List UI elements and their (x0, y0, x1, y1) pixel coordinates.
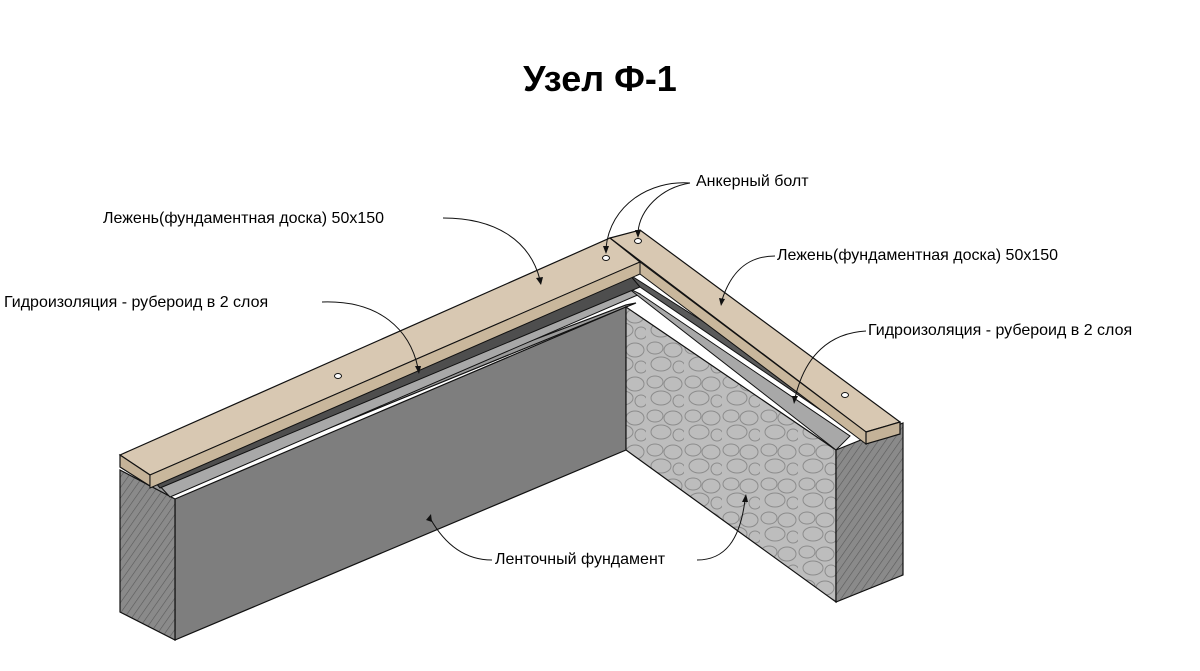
arrow-foundation-right (742, 494, 748, 502)
label-sill-left: Лежень(фундаментная доска) 50x150 (103, 210, 385, 227)
leader-sill-left (442, 217, 541, 281)
label-foundation: Ленточный фундамент (495, 551, 666, 568)
leader-sill-right (721, 255, 776, 301)
label-waterproof-left: Гидроизоляция - рубероид в 2 слоя (4, 294, 269, 311)
foundation-right-end (835, 422, 904, 603)
leader-foundation-left (429, 517, 493, 561)
diagram-title: Узел Ф-1 (523, 58, 677, 99)
leader-waterproof-right (794, 330, 867, 399)
label-anchor-bolt: Анкерный болт (696, 173, 809, 190)
anchor-bolt-2 (634, 238, 642, 244)
label-sill-right: Лежень(фундаментная доска) 50x150 (777, 247, 1059, 264)
arrow-sill-left (536, 277, 543, 285)
leader-waterproof-left (321, 301, 419, 369)
foundation-left-end (119, 469, 176, 641)
sill-right-end (865, 421, 901, 445)
anchor-bolt-1 (602, 255, 610, 261)
arrow-anchor-1 (603, 246, 609, 254)
arrow-anchor-2 (635, 230, 641, 238)
leader-anchor-1 (605, 182, 691, 249)
arrow-foundation-left (426, 514, 432, 522)
foundation-top-right (627, 287, 851, 451)
label-waterproof-right: Гидроизоляция - рубероид в 2 слоя (868, 322, 1133, 339)
arrow-waterproof-right (792, 396, 798, 404)
arrow-waterproof-left (415, 366, 421, 374)
anchor-bolt-4 (841, 392, 849, 398)
arrow-sill-right (719, 298, 725, 306)
leader-foundation-right (696, 499, 746, 561)
leader-anchor-2 (637, 182, 691, 233)
anchor-bolt-3 (334, 373, 342, 379)
